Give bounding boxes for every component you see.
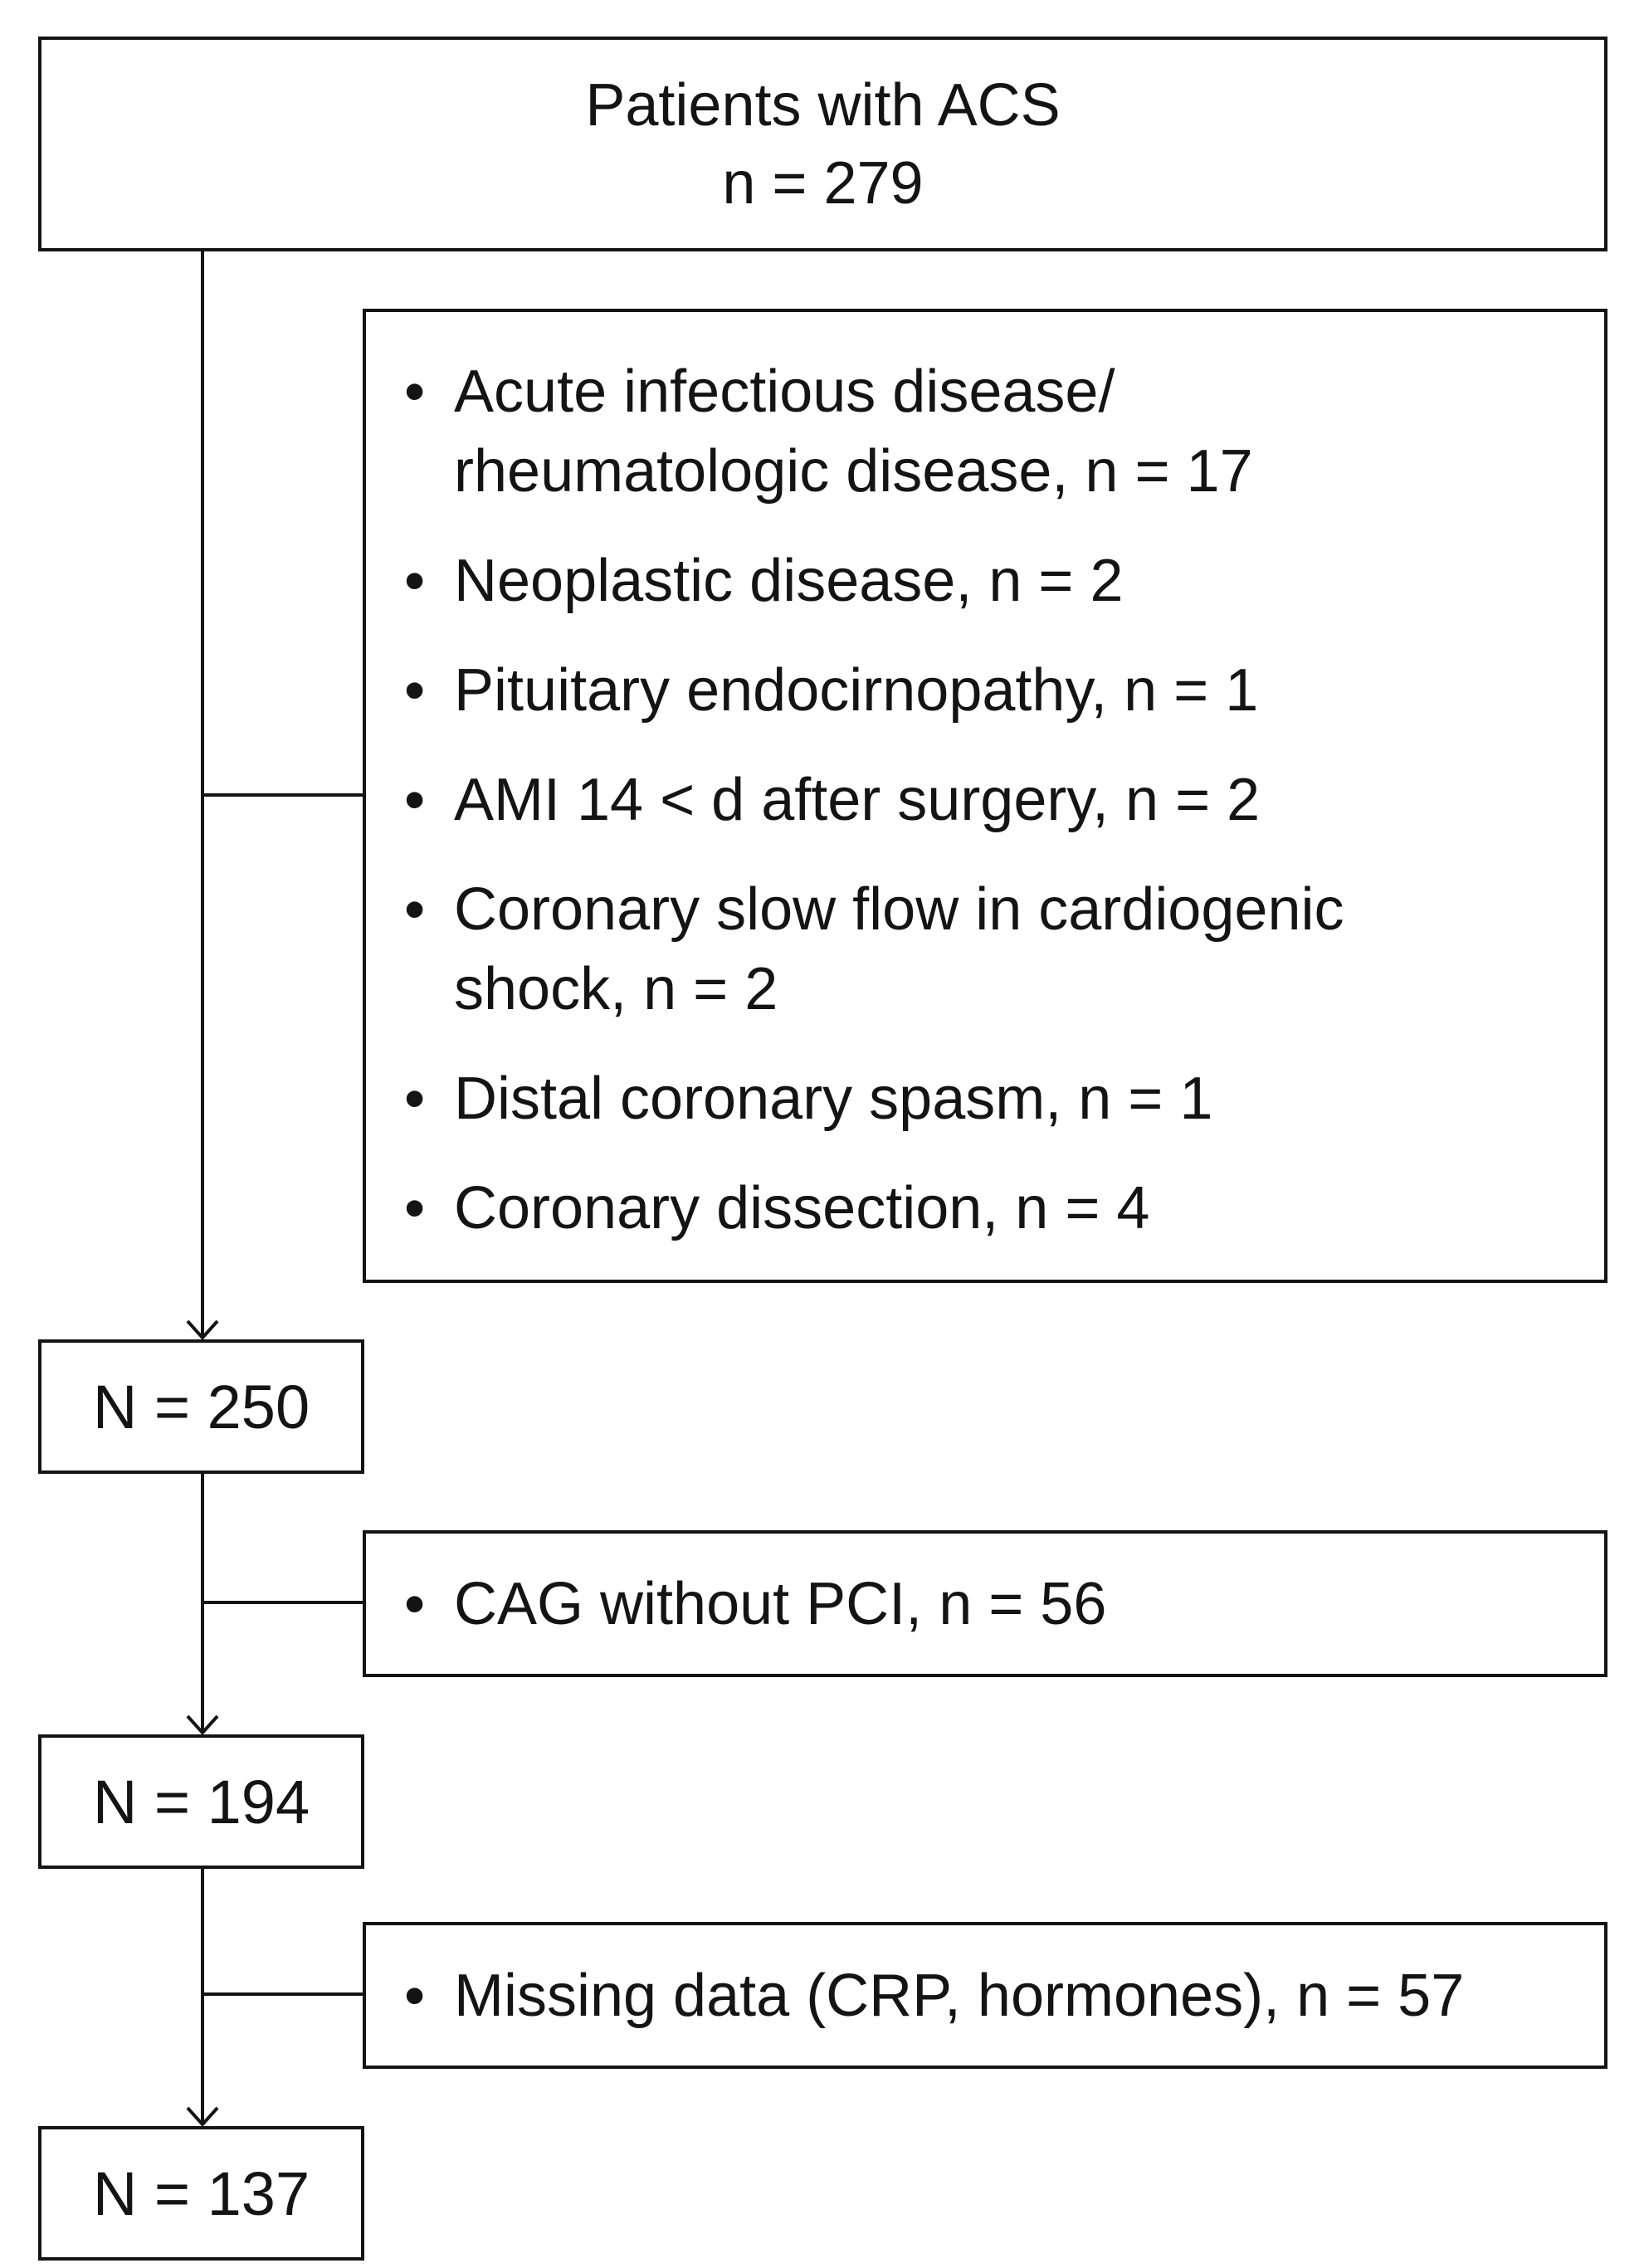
bullet-icon: • <box>404 1066 426 1132</box>
bullet-icon: • <box>404 767 426 833</box>
exclusion-list-3: • Missing data (CRP, hormones), n = 57 <box>366 1956 1464 2036</box>
exclusion-item-text: CAG without PCI, n = 56 <box>454 1570 1107 1637</box>
bullet-icon: • <box>404 657 426 724</box>
exclusion-item-text: Coronary slow flow in cardiogenic shock,… <box>454 876 1344 1022</box>
exclusion-item-text: Pituitary endocirnopathy, n = 1 <box>454 657 1259 724</box>
exclusion-item-text: Neoplastic disease, n = 2 <box>454 548 1124 614</box>
exclusion-item-text: Coronary dissection, n = 4 <box>454 1175 1150 1241</box>
exclusion-item: • Coronary dissection, n = 4 <box>366 1168 1604 1248</box>
arrowhead-2 <box>186 1714 219 1735</box>
arrowhead-3 <box>186 2106 219 2127</box>
exclusion-item-text: AMI 14 < d after surgery, n = 2 <box>454 767 1261 833</box>
bullet-icon: • <box>404 1175 426 1241</box>
exclusion-item-text: Distal coronary spasm, n = 1 <box>454 1066 1213 1132</box>
exclusion-item-text: Missing data (CRP, hormones), n = 57 <box>454 1962 1465 2029</box>
exclusion-box-2: • CAG without PCI, n = 56 <box>363 1530 1607 1677</box>
exclusion-box-3: • Missing data (CRP, hormones), n = 57 <box>363 1922 1607 2069</box>
exclusion-item-text: Acute infectious disease/ rheumatologic … <box>454 358 1253 505</box>
exclusion-item: • Coronary slow flow in cardiogenic shoc… <box>366 870 1604 1029</box>
exclusion-list-1: • Acute infectious disease/ rheumatologi… <box>366 352 1604 1248</box>
start-count: n = 279 <box>722 149 924 217</box>
count-box-2: N = 194 <box>38 1734 364 1869</box>
exclusion-item: • Distal coronary spasm, n = 1 <box>366 1059 1604 1139</box>
bullet-icon: • <box>404 876 426 943</box>
start-title: Patients with ACS <box>585 71 1061 139</box>
bullet-icon: • <box>404 1962 426 2029</box>
exclusion-item: • Neoplastic disease, n = 2 <box>366 541 1604 621</box>
exclusion-item: • Missing data (CRP, hormones), n = 57 <box>366 1956 1464 2036</box>
bullet-icon: • <box>404 548 426 614</box>
exclusion-item: • CAG without PCI, n = 56 <box>366 1564 1106 1644</box>
arrowhead-1 <box>186 1319 219 1340</box>
exclusion-item: • Acute infectious disease/ rheumatologi… <box>366 352 1604 511</box>
count-label: N = 137 <box>92 2158 310 2228</box>
exclusion-item: • Pituitary endocirnopathy, n = 1 <box>366 651 1604 730</box>
count-box-3: N = 137 <box>38 2126 364 2261</box>
bullet-icon: • <box>404 358 426 425</box>
exclusion-list-2: • CAG without PCI, n = 56 <box>366 1564 1106 1644</box>
count-label: N = 250 <box>92 1372 310 1441</box>
exclusion-box-1: • Acute infectious disease/ rheumatologi… <box>363 309 1607 1283</box>
count-label: N = 194 <box>92 1767 310 1836</box>
bullet-icon: • <box>404 1570 426 1637</box>
exclusion-item: • AMI 14 < d after surgery, n = 2 <box>366 760 1604 840</box>
start-box: Patients with ACS n = 279 <box>38 37 1607 251</box>
count-box-1: N = 250 <box>38 1339 364 1474</box>
